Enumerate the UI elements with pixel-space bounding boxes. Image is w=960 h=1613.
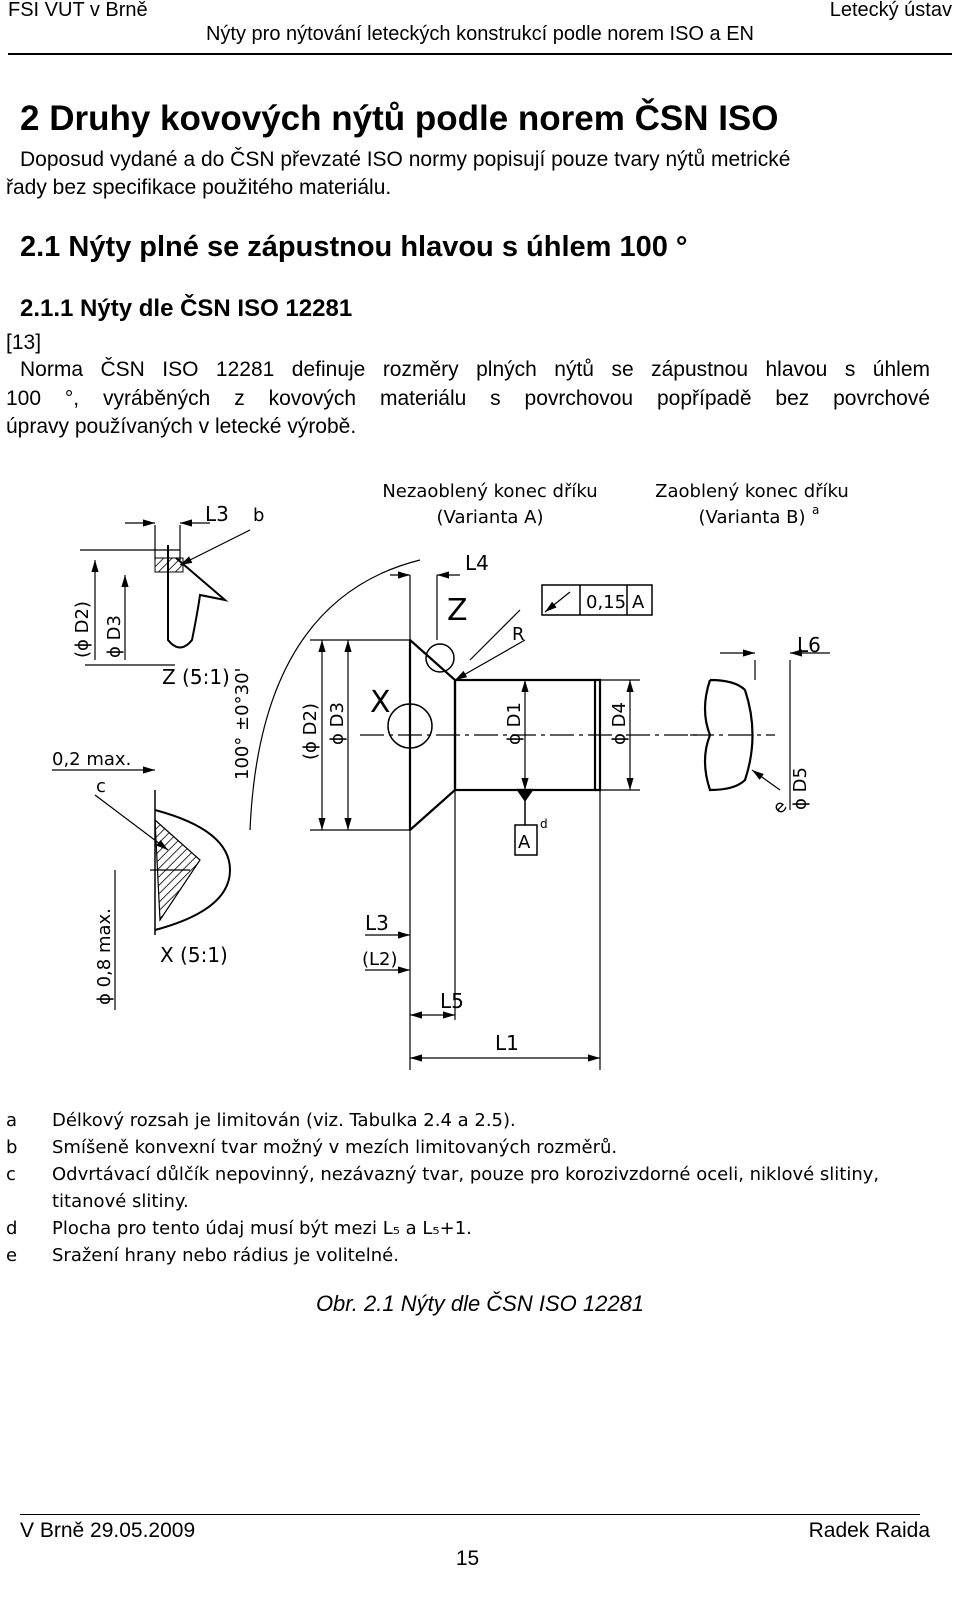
footer-rule	[20, 1514, 920, 1515]
label-l2: (L2)	[362, 949, 398, 970]
label-x-scale: X (5:1)	[160, 943, 228, 967]
label-d2: (ϕ D2)	[300, 703, 321, 760]
para-line-3: úpravy používaných v letecké výrobě.	[6, 415, 357, 438]
variant-b-label-2: (Varianta B)	[699, 507, 806, 528]
label-e: e	[769, 796, 792, 819]
rivet-drawing: Nezaoblený konec dříku (Varianta A) Zaob…	[52, 481, 849, 1070]
para-line-2: 100 °, vyráběných z kovových materiálu s…	[6, 387, 930, 410]
tolerance-datum: A	[632, 592, 645, 613]
section-title: 2 Druhy kovových nýtů podle norem ČSN IS…	[20, 99, 779, 138]
label-angle: 100° ±0°30'	[232, 668, 253, 780]
footer-date: V Brně 29.05.2009	[20, 1519, 196, 1542]
tolerance-value: 0,15	[586, 592, 626, 613]
label-08-max: ϕ 0,8 max.	[94, 908, 115, 1005]
label-02-max: 0,2 max.	[52, 749, 131, 770]
footer-author: Radek Raida	[808, 1519, 930, 1542]
figure-caption: Obr. 2.1 Nýty dle ČSN ISO 12281	[315, 1291, 645, 1316]
label-l3-bottom: L3	[365, 911, 389, 935]
detail-z	[80, 519, 251, 666]
label-d2-detail: (ϕ D2)	[72, 601, 93, 658]
label-x: X	[370, 685, 391, 720]
label-l4: L4	[465, 551, 489, 575]
label-l6: L6	[797, 633, 821, 657]
label-z: Z	[447, 593, 468, 628]
variant-a-label-1: Nezaoblený konec dříku	[382, 481, 597, 502]
intro-line-2: řady bez specifikace použitého materiálu…	[6, 176, 392, 199]
label-c: c	[96, 776, 106, 797]
label-z-scale: Z (5:1)	[162, 665, 230, 689]
header-department: Letecký ústav	[829, 0, 952, 21]
detail-x	[52, 766, 232, 1010]
datum-superscript-d: d	[540, 817, 548, 831]
label-d3-detail: ϕ D3	[104, 615, 125, 658]
label-d5: ϕ D5	[790, 767, 811, 810]
label-b: b	[253, 505, 264, 526]
rivet-main	[249, 559, 700, 1070]
page-number: 15	[455, 1547, 480, 1570]
datum-a: A	[518, 832, 531, 853]
label-l1: L1	[495, 1031, 519, 1055]
para-line-1: Norma ČSN ISO 12281 definuje rozměry pln…	[20, 358, 930, 381]
variant-b-label-1: Zaoblený konec dříku	[655, 481, 849, 502]
subsection-title: 2.1 Nýty plné se zápustnou hlavou s úhle…	[20, 231, 688, 263]
label-d4: ϕ D4	[609, 702, 630, 745]
note-c-cont: titanové slitiny.	[52, 1191, 189, 1212]
variant-b-superscript: a	[812, 503, 819, 517]
variant-b-detail	[690, 649, 830, 810]
variant-a-label-2: (Varianta A)	[437, 507, 544, 528]
label-r: R	[512, 624, 525, 645]
header-subtitle: Nýty pro nýtování leteckých konstrukcí p…	[205, 23, 755, 45]
header-institution: FSI VUT v Brně	[8, 0, 148, 21]
label-d1: ϕ D1	[504, 702, 525, 745]
label-l5: L5	[440, 989, 464, 1013]
label-l3-top: L3	[205, 502, 229, 526]
header-rule	[8, 53, 952, 55]
label-d3: ϕ D3	[327, 702, 348, 745]
reference: [13]	[6, 331, 42, 354]
intro-line-1: Doposud vydané a do ČSN převzaté ISO nor…	[20, 148, 791, 171]
subsubsection-title: 2.1.1 Nýty dle ČSN ISO 12281	[20, 295, 353, 322]
